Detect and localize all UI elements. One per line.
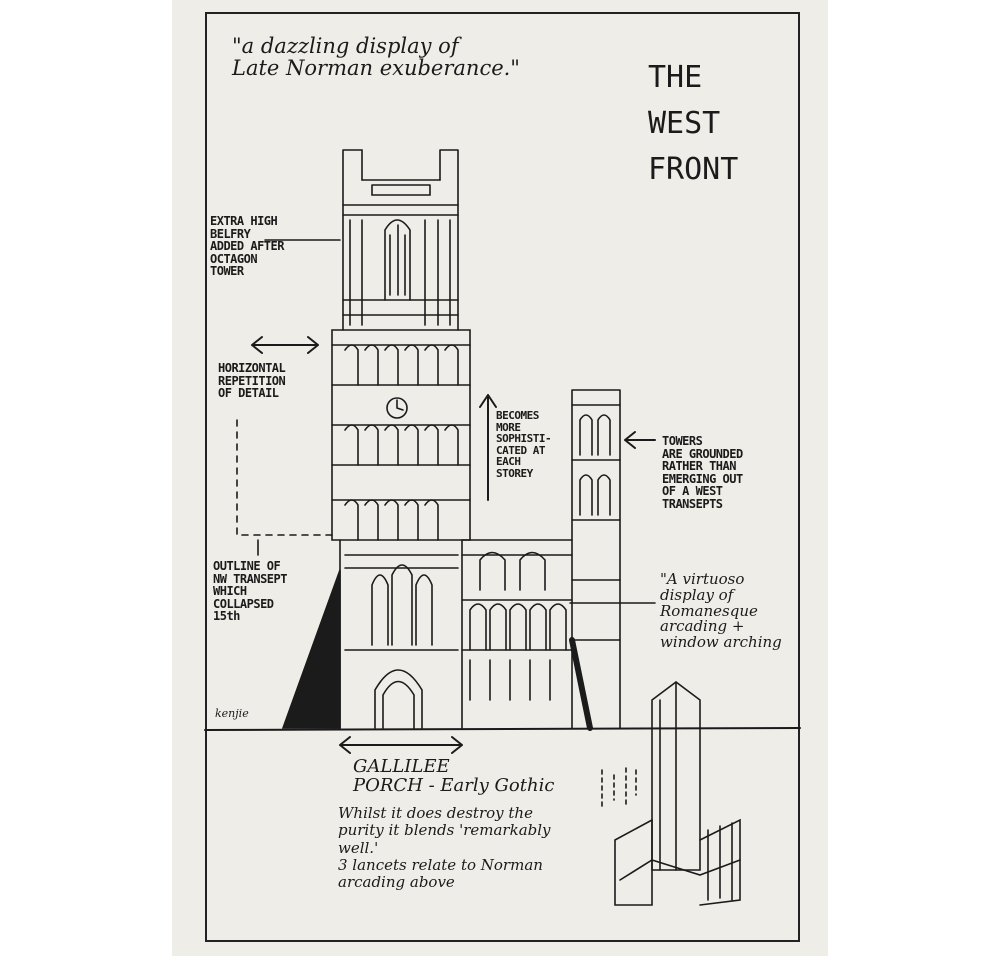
quote-virtuoso: "A virtuoso display of Romanesque arcadi…: [660, 570, 782, 651]
note-horizontal: HORIZONTAL REPETITION OF DETAIL: [218, 361, 286, 401]
sketchbook-page: [172, 0, 828, 956]
galilee-label: GALLILEE PORCH - Early Gothic: [353, 756, 555, 796]
note-belfry: EXTRA HIGH BELFRY ADDED AFTER OCTAGON TO…: [210, 214, 284, 279]
note-towers: TOWERS ARE GROUNDED RATHER THAN EMERGING…: [662, 434, 743, 511]
artist-signature: kenjie: [215, 707, 249, 720]
note-sophisticated: BECOMES MORE SOPHISTI- CATED AT EACH STO…: [496, 409, 552, 480]
page-title: THE WEST FRONT: [648, 60, 739, 187]
sketch-frame: [205, 12, 800, 942]
note-bottom: Whilst it does destroy the purity it ble…: [338, 804, 551, 891]
note-outline: OUTLINE OF NW TRANSEPT WHICH COLLAPSED 1…: [213, 559, 287, 624]
quote-top: "a dazzling display of Late Norman exube…: [232, 34, 520, 81]
